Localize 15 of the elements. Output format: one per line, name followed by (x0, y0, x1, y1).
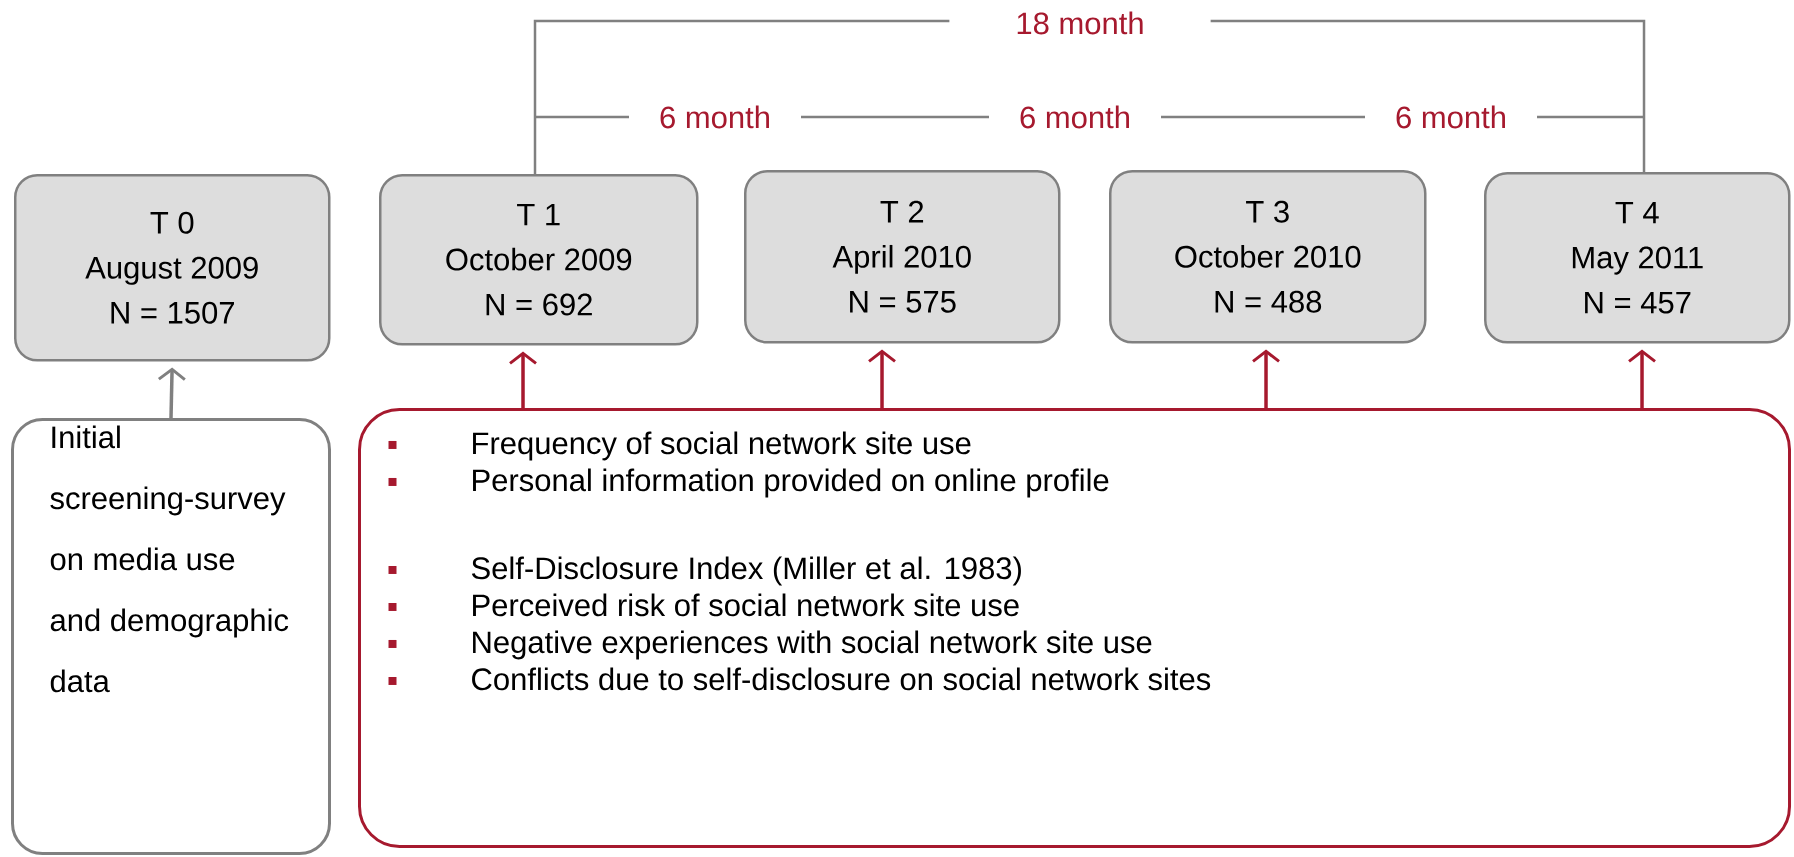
duration-label: 18 month (949, 9, 1211, 37)
time-point-box: T 0 August 2009 N = 1507 (14, 174, 331, 362)
arrow (509, 351, 537, 408)
rounded-box: Frequency of social network site use Personal information provided on online profile Self-Disclosure Index (Miller et al. 1983) Perceived risk of social network site use Negative experiences with social network site use Conflicts due to self-disclosure on social network sites (358, 408, 1791, 848)
rounded-box: Initial screening-survey on media use and demographic data (11, 418, 331, 855)
arrow (868, 349, 896, 408)
time-point-box: T 3 October 2010 N = 488 (1109, 170, 1427, 344)
duration-label: 6 month (629, 103, 801, 131)
time-point-box: T 4 May 2011 N = 457 (1484, 172, 1791, 344)
arrow (1252, 349, 1280, 408)
duration-label: 6 month (1365, 103, 1537, 131)
time-point-box: T 2 April 2010 N = 575 (744, 170, 1061, 344)
time-point-box: T 1 October 2009 N = 692 (379, 174, 699, 346)
arrow (1628, 349, 1656, 408)
duration-label: 6 month (989, 103, 1161, 131)
